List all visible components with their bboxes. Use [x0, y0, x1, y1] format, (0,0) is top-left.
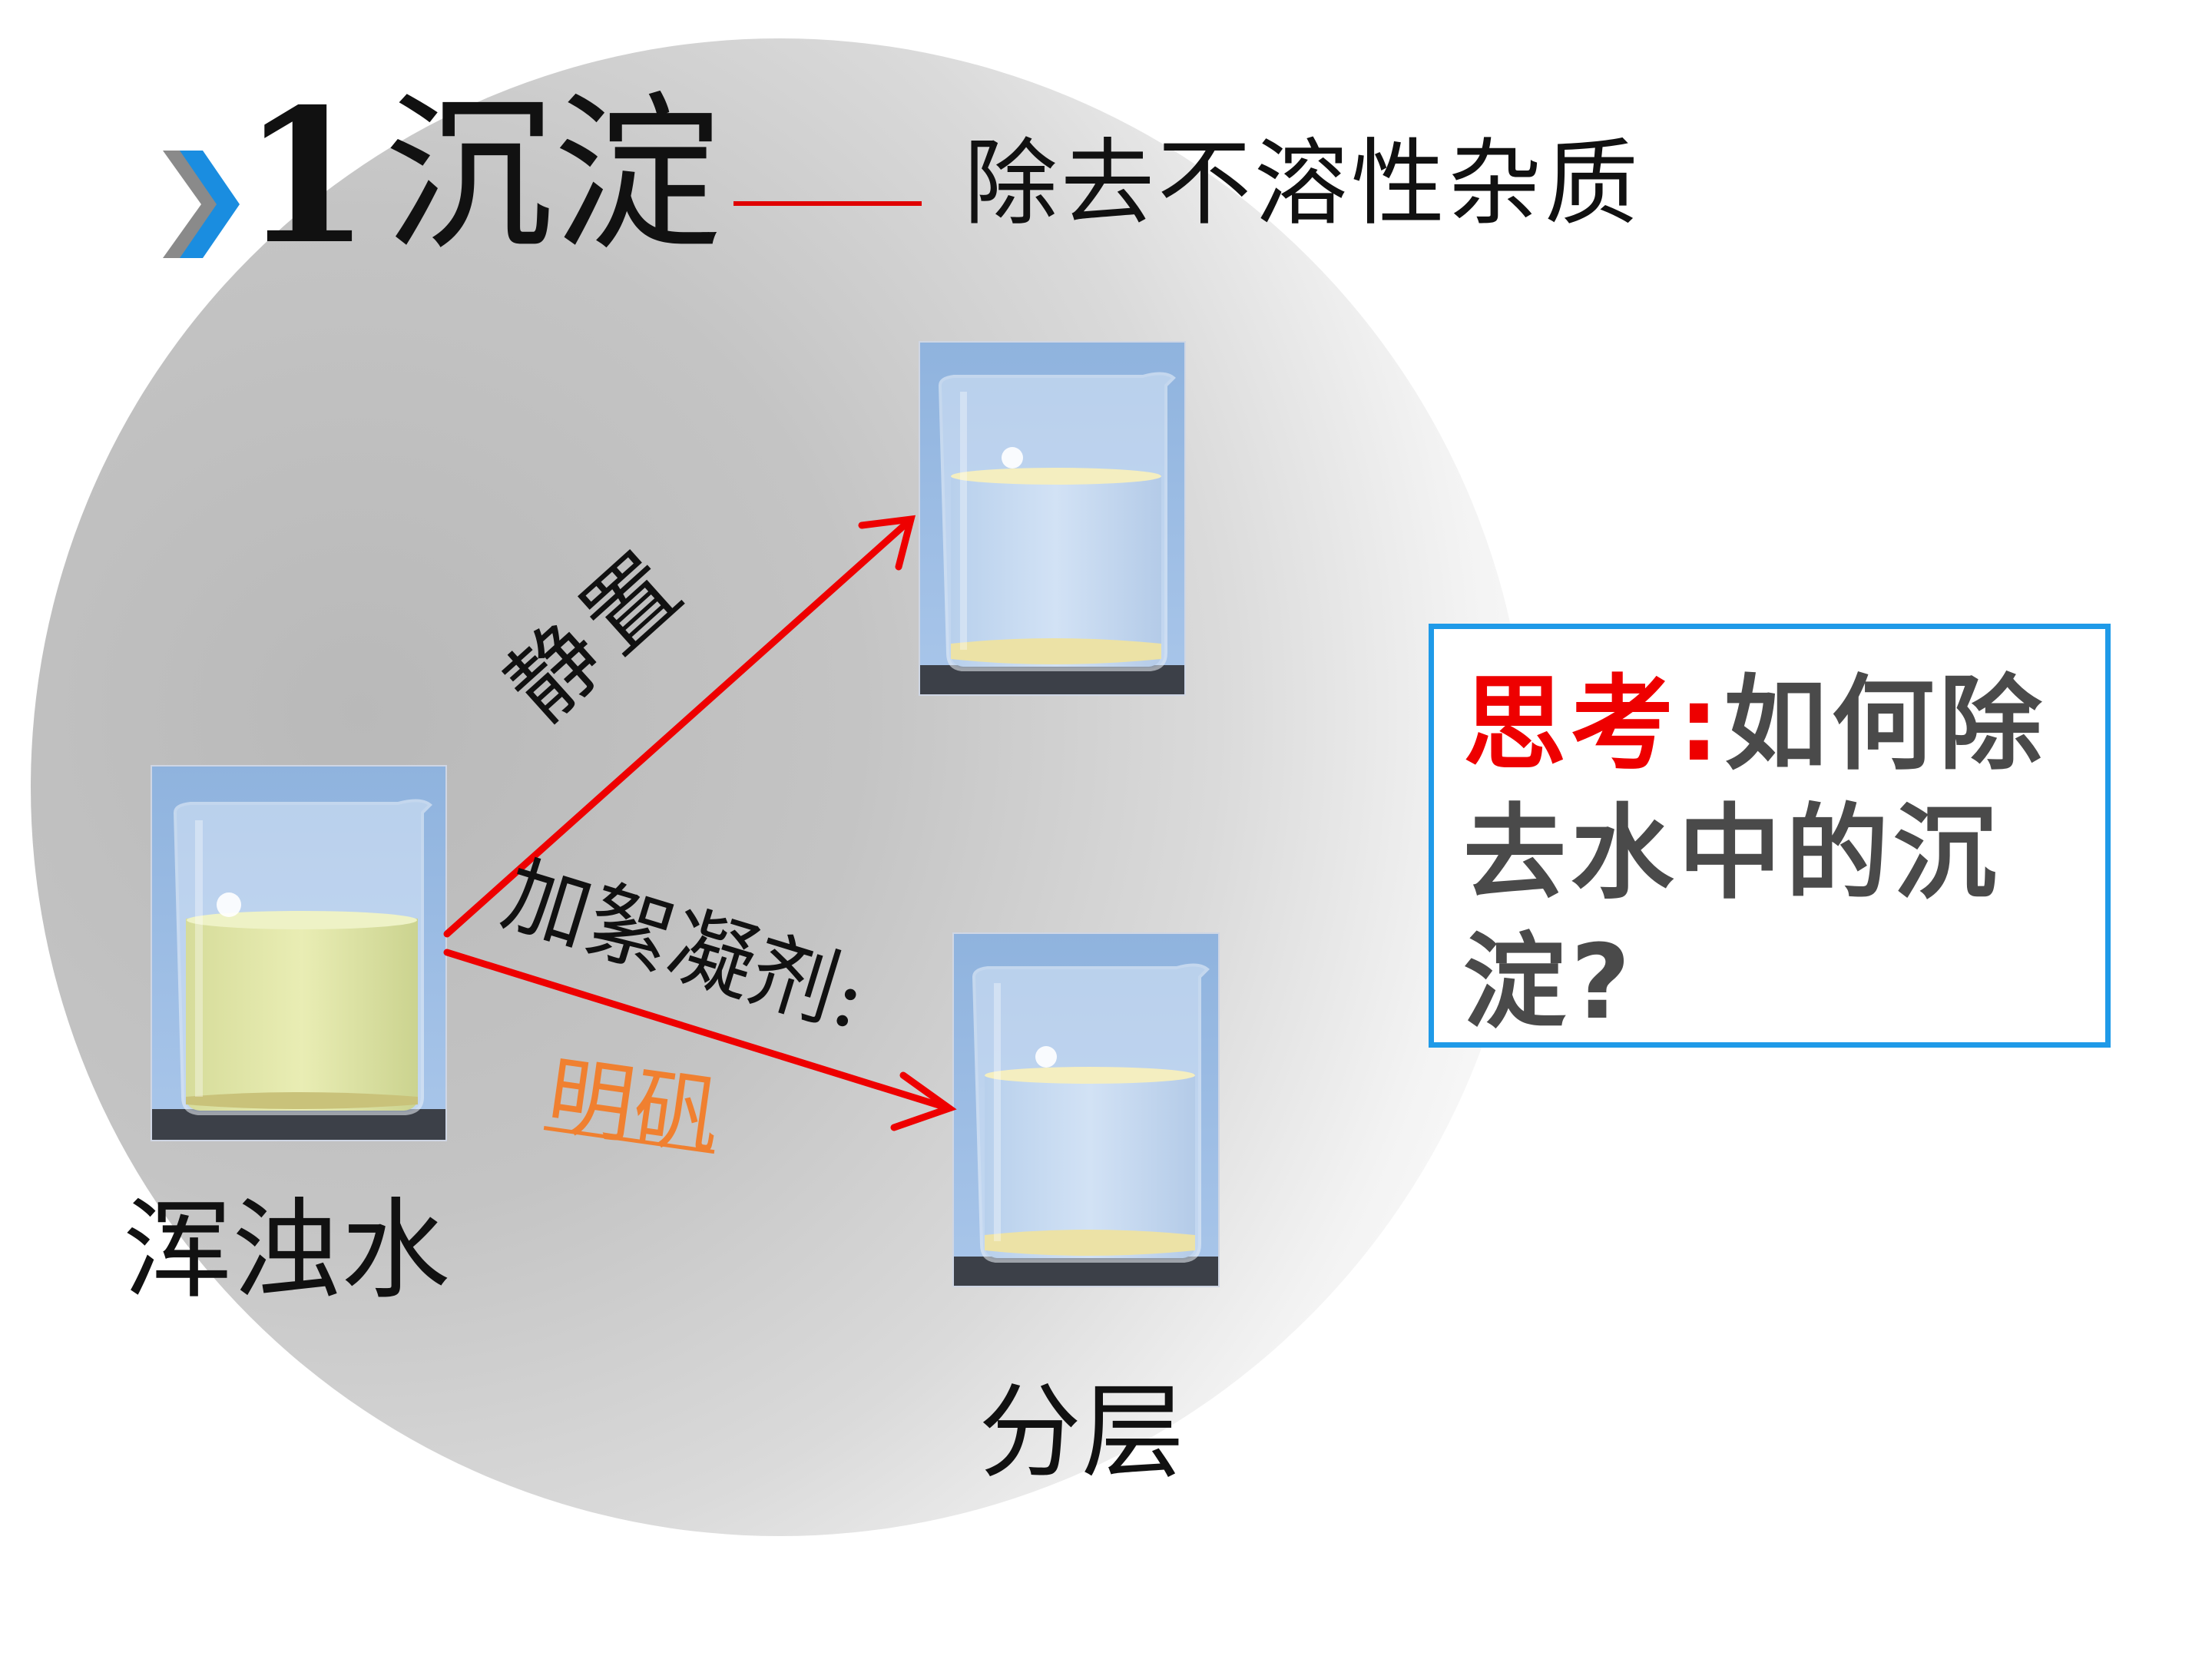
think-question-text: 思考:如何除去水中的沉淀? [1463, 660, 2082, 1047]
beaker-settled-flocculant [952, 932, 1220, 1287]
beaker-muddy-water [151, 765, 447, 1141]
think-question: 如何除去水中的沉淀? [1463, 664, 2047, 1042]
title-number: 1 [242, 68, 370, 285]
think-prefix: 思考: [1463, 664, 1724, 784]
title-text: 沉淀 [384, 77, 723, 273]
slide-title: 1 沉淀 除去不溶性杂质 [0, 0, 2212, 307]
label-alum: 明矾 [541, 1045, 727, 1168]
title-dash [733, 201, 922, 206]
think-question-box: 思考:如何除去水中的沉淀? [1429, 624, 2111, 1048]
title-subtitle: 除去不溶性杂质 [964, 129, 1641, 238]
chevron-right-icon [163, 151, 240, 258]
label-layered: 分层 [979, 1373, 1185, 1492]
beaker-settled-standing [919, 341, 1186, 696]
label-muddy-water: 浑浊水 [123, 1187, 450, 1314]
